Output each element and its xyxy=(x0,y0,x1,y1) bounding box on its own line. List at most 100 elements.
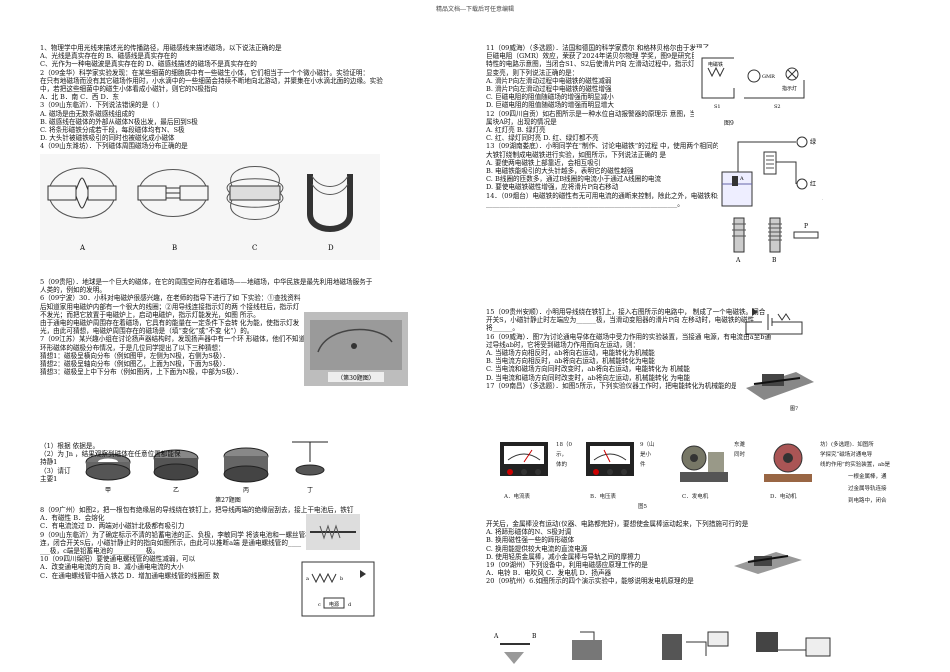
q17-item-b: B．电压表 xyxy=(590,494,617,500)
right-lines-b-line: 过导线ab时，它将受到磁场力作用而向左运动，则： xyxy=(486,340,640,349)
q9-label-a: a xyxy=(306,576,309,582)
q9-label-d: d xyxy=(348,602,352,608)
q17-frag-6: 件 xyxy=(640,462,646,468)
q17-item-c: C．发电机 xyxy=(682,494,709,500)
right-lines-line: 特性的电路示意图，当闭合S1、S2后使滑片P向 左滑动过程中，指示灯明 xyxy=(486,60,702,69)
right-lines-b-line: 16（09威海）．图7为讨论通电导体在磁场中受力作用的实验装置，当接通 电源，有… xyxy=(486,332,772,341)
left-lines-b-line: 人类的，例如的发明。 xyxy=(40,286,106,295)
q17-frag-8: 同时 xyxy=(734,452,746,458)
fig9-electromagnet-label: 电磁铁 xyxy=(708,61,723,68)
right-lines-c-line: D. 使用轻质金属棒，减小金属棒与导轨之间的摩擦力 xyxy=(486,552,641,561)
fig9-s1-label: S1 xyxy=(714,104,721,110)
left-lines-line: C、光作为一种电磁波是真实存在的 D、磁感线描述的磁场不是真实存在的 xyxy=(40,60,257,69)
q6-induction-cooker-photo: （第30题图） xyxy=(304,312,408,386)
right-lines-b-line: B. 当电流方向相反时，ab将向右运动，机械能转化为电能 xyxy=(486,357,655,366)
q7-figure-jia xyxy=(85,453,131,481)
q17-frag-10: 学探究“磁场对通电导 xyxy=(820,452,873,458)
left-lines-d-line: 9（09山东临沂）为了确定标示不清的铅蓄电池的正、负极，李敏同学 将该电池和一螺… xyxy=(40,530,312,539)
left-lines-line: A、光线是真实存在的 B、磁感线是真实存在的 xyxy=(40,52,177,61)
left-lines-d-line: C．在通电螺线管中插入铁芯 D．增加通电螺线管的线圈匝 数 xyxy=(40,571,220,580)
q7-label-bing: 丙 xyxy=(243,487,249,494)
left-lines-line: 4（09山东潍坊）．下列磁体周围磁场分布正确的是 xyxy=(40,142,188,151)
right-lines-c-line: 20（09杭州）6.如图所示的四个演示实验中，能够说明发电机原理的是 xyxy=(486,577,694,586)
left-lines-c-line: 持静1 xyxy=(40,458,58,467)
left-lines-b-line: 7（09江苏）某兴趣小组在讨论扬声器结构时，发现扬声器中有一个环 形磁体，他们不… xyxy=(40,335,306,344)
right-lines-line: A. 滑片P向左滑动过程中电磁铁的磁性减弱 xyxy=(486,76,612,85)
q12-green-label: 绿 xyxy=(810,138,816,146)
right-lines-b-line: 将______。 xyxy=(486,324,519,333)
right-lines-b-line: 15（09贵州安顺）．小明用导线绕在铁钉上，接入右图所示的电路中， 制成了一个电… xyxy=(486,308,766,316)
q17-frag-7: 东潍 xyxy=(734,442,746,448)
q17-instrument-a xyxy=(500,442,548,476)
right-lines-line: 12（09四川自贡）如右图所示是一种水位自动报警器的原理示 意图，当水位达到金 xyxy=(486,109,730,118)
left-lines-b-line: 由于通电的电磁炉周围存在着磁场，它具有的能量在一定条件下会转 化为能，使指示灯发 xyxy=(40,319,300,328)
right-lines-line: A. 红灯亮 B. 绿灯亮 xyxy=(486,126,546,135)
q17-frag-4: 9（山 xyxy=(640,442,655,448)
q17-frag-5: 是小 xyxy=(640,452,652,458)
right-lines-line: 属块A时，出现的情况是 xyxy=(486,117,557,126)
right-lines-line: 显变亮，则下列说法正确的是： xyxy=(486,68,579,77)
q17-frag-11: 线的作用”的实验装置，ab是 xyxy=(820,462,891,468)
right-column: 11（09威海）（多选题）．法国和德国的科学家费尔 和格林贝格尔由于发现了巨磁电… xyxy=(486,44,916,208)
left-lines-d-line: C．有电流流过 D．两端对小磁针北极都有吸引力 xyxy=(40,522,185,531)
q17-item-d: D．电动机 xyxy=(770,494,797,500)
q12-label-a: A xyxy=(739,176,744,182)
right-lines-c-line: 开关后，金属棒没有运动(仪器、电路都完好)，要想使金属棒运动起来，下列措施可行的… xyxy=(486,520,749,528)
q20-demo-c xyxy=(662,631,729,660)
left-lines-b-line: 光，由此可猜想，电磁炉周围存在的磁场是（填“变化”或“不变 化”）的。 xyxy=(40,327,254,336)
q8-nail-coil-figure xyxy=(306,514,360,550)
q9-battery-label: 电源 xyxy=(329,601,339,608)
q17-frag-13: 过金属导轨连接 xyxy=(848,486,887,492)
q6-caption: （第30题图） xyxy=(337,374,375,382)
left-lines-line: A. 磁场是由无数条磁感线组成的 xyxy=(40,109,135,118)
q17-item-a: A．电流表 xyxy=(504,494,530,500)
q7-label-jia: 甲 xyxy=(105,487,111,494)
left-lines-b-line: 猜想2：磁极呈轴向分布（例如图乙，上面为N极，下面为S极）． xyxy=(40,360,230,369)
q7-figure-yi xyxy=(153,449,199,481)
q20-demo-d xyxy=(756,632,831,657)
right-lines-line: B. 电磁铁能吸引的大头针越多，表明它的磁性越强 xyxy=(486,167,634,176)
fig9-caption: 图9 xyxy=(724,120,734,127)
left-lines-c-line: （3）请订 xyxy=(40,466,71,475)
left-lines-d-line: A．有磁性 B．会熔化 xyxy=(40,514,105,523)
q7-label-yi: 乙 xyxy=(173,487,179,494)
q7-caption: 第27题图 xyxy=(215,496,241,504)
left-column-c: （1）根据 依据是。（2）为 Jn ，结果观察到磁体在任意位置都能保 持静1（3… xyxy=(40,442,472,483)
q13-label-b: B xyxy=(772,257,777,264)
q4-label-d: D xyxy=(328,244,334,252)
left-lines-b-line: 猜想3：磁极呈上中下分布（例如图丙，上下面为N极，中部为S极）． xyxy=(40,368,243,377)
left-lines-d-line: A．改变通电电流的方向 B．减小通电电流的大小 xyxy=(40,563,184,572)
svg-text:B: B xyxy=(532,633,537,640)
left-lines-d-line: 10（09四川绵阳）要使通电螺线管的磁性减弱，可以 xyxy=(40,555,196,564)
fig9-gmr-label: GMR xyxy=(762,74,775,80)
right-lines-line: 11（09威海）（多选题）．法国和德国的科学家费尔 和格林贝格尔由于发现了 xyxy=(486,44,710,52)
svg-text:A: A xyxy=(493,633,499,640)
q15-circuit-figure xyxy=(745,308,803,335)
left-lines-c-line: （2）为 Jn ，结果观察到磁体在任意位置都能保 xyxy=(40,450,181,459)
right-column-b: 15（09贵州安顺）．小明用导线绕在铁钉上，接入右图所示的电路中， 制成了一个电… xyxy=(486,308,916,390)
q13-electromagnet-figure: A B P xyxy=(720,210,824,270)
q17-frag-2: 示， xyxy=(556,452,568,458)
left-lines-line: B. 磁感线在磁体的外部从磁体N极出发，最后回到S极 xyxy=(40,117,198,126)
q7-ring-magnet-figures: 甲 乙 丙 丁 第27题图 xyxy=(85,441,328,504)
left-lines-line: D. 大头针被磁铁吸引的同时也被磁化成小磁体 xyxy=(40,134,175,143)
q13-label-a: A xyxy=(735,257,741,264)
right-lines-b-line: 17（09南昌）（多选题）．如图5所示，下列实验仪器工作时，把电能转化为机械能的… xyxy=(486,381,738,390)
q7-figure-bing xyxy=(223,447,269,483)
q4-figure-c xyxy=(226,166,284,220)
right-lines-line: C. 巨磁电阻的阻值随磁场的增强而明显减小 xyxy=(486,93,614,102)
right-lines-b-line: 开关S，小磁针静止时左端应为______极，当滑动变阻器的滑片P向 左移动时，电… xyxy=(486,316,755,325)
q4-figure-a xyxy=(47,167,117,219)
left-lines-d-line: ___极，c端是铅蓄电池的__________极。 xyxy=(40,547,160,556)
q17-frag-14: 到电路中，闭合 xyxy=(848,498,887,504)
q12-red-label: 红 xyxy=(810,180,816,188)
fig9-s2-label: S2 xyxy=(774,104,781,110)
right-lines-c-line: B. 换用磁性强一些的蹄形磁体 xyxy=(486,536,575,545)
q17-frag-3: 体的 xyxy=(556,462,568,468)
q7-figure-ding xyxy=(292,441,328,476)
left-lines-d-line: 连，闭合开关S后，小磁针静止时的指向如图所示，由此可以推断a端 是通电螺线管的_… xyxy=(40,538,302,547)
left-lines-b-line: 不发光；而把它放置于电磁炉上，启动电磁炉，指示灯能发光，如图 所示。 xyxy=(40,310,260,319)
q4-label-c: C xyxy=(252,244,257,252)
q13-label-p: P xyxy=(804,223,808,230)
